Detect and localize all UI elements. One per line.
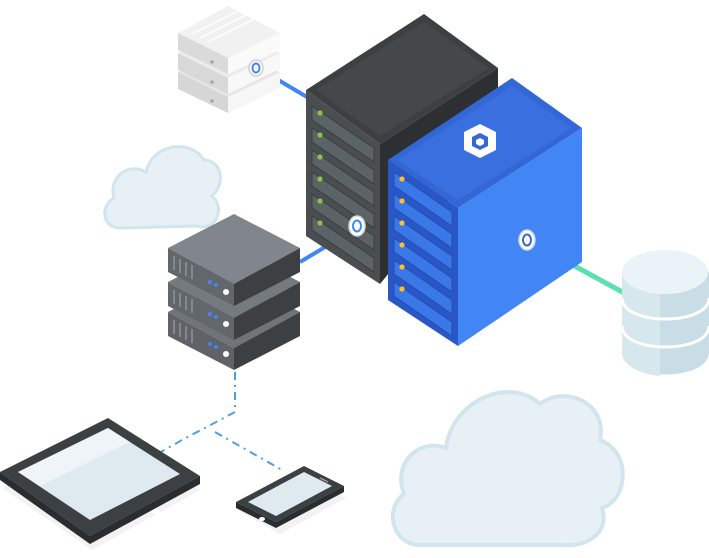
gcp-rack-slots (393, 171, 453, 337)
gcp-rack-icon (388, 78, 582, 346)
gcp-hexagon-icon (464, 124, 496, 158)
device-links (149, 372, 283, 471)
tablet-icon (0, 418, 200, 550)
local-server-power (223, 289, 229, 357)
cloud-left-icon (103, 145, 222, 230)
local-server-lights (208, 280, 218, 349)
gcp-rack-lights (399, 176, 405, 292)
local-server-vents (173, 256, 193, 343)
database-icon (620, 250, 709, 376)
dark-rack-lights (317, 110, 323, 226)
phone-icon (236, 466, 346, 534)
local-server-icon (168, 214, 300, 370)
legacy-server-icon (178, 6, 280, 113)
cloud-bottom-icon (390, 390, 625, 548)
